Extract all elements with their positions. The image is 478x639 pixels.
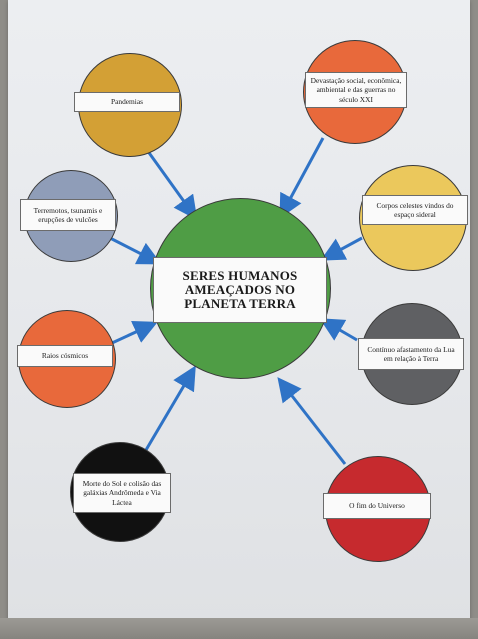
center-title-box: SERES HUMANOS AMEAÇADOS NO PLANETA TERRA <box>153 257 327 323</box>
node-label-corpos: Corpos celestes vindos do espaço sideral <box>362 195 468 225</box>
arrow-corpos <box>320 236 363 261</box>
table-surface <box>0 618 478 639</box>
arrow-lua <box>319 318 358 342</box>
node-label-lua: Contínuo afastamento da Lua em relação à… <box>358 338 464 370</box>
node-label-terremotos: Terremotos, tsunamis e erupções de vulcõ… <box>20 199 116 231</box>
node-label-pandemias: Pandemias <box>74 92 180 112</box>
node-label-raios: Raios cósmicos <box>17 345 113 367</box>
node-label-sol: Morte do Sol e colisão das galáxias Andr… <box>73 473 171 513</box>
arrow-sol <box>144 365 196 451</box>
arrow-devastacao <box>279 137 325 219</box>
arrow-raios <box>111 321 158 345</box>
center-title: SERES HUMANOS AMEAÇADOS NO PLANETA TERRA <box>182 267 298 312</box>
arrow-universo <box>277 377 347 465</box>
arrow-pandemias <box>140 142 198 221</box>
node-label-universo: O fim do Universo <box>323 493 431 519</box>
arrow-terremotos <box>109 236 162 265</box>
node-label-devastacao: Devastação social, econômica, ambiental … <box>305 72 407 108</box>
